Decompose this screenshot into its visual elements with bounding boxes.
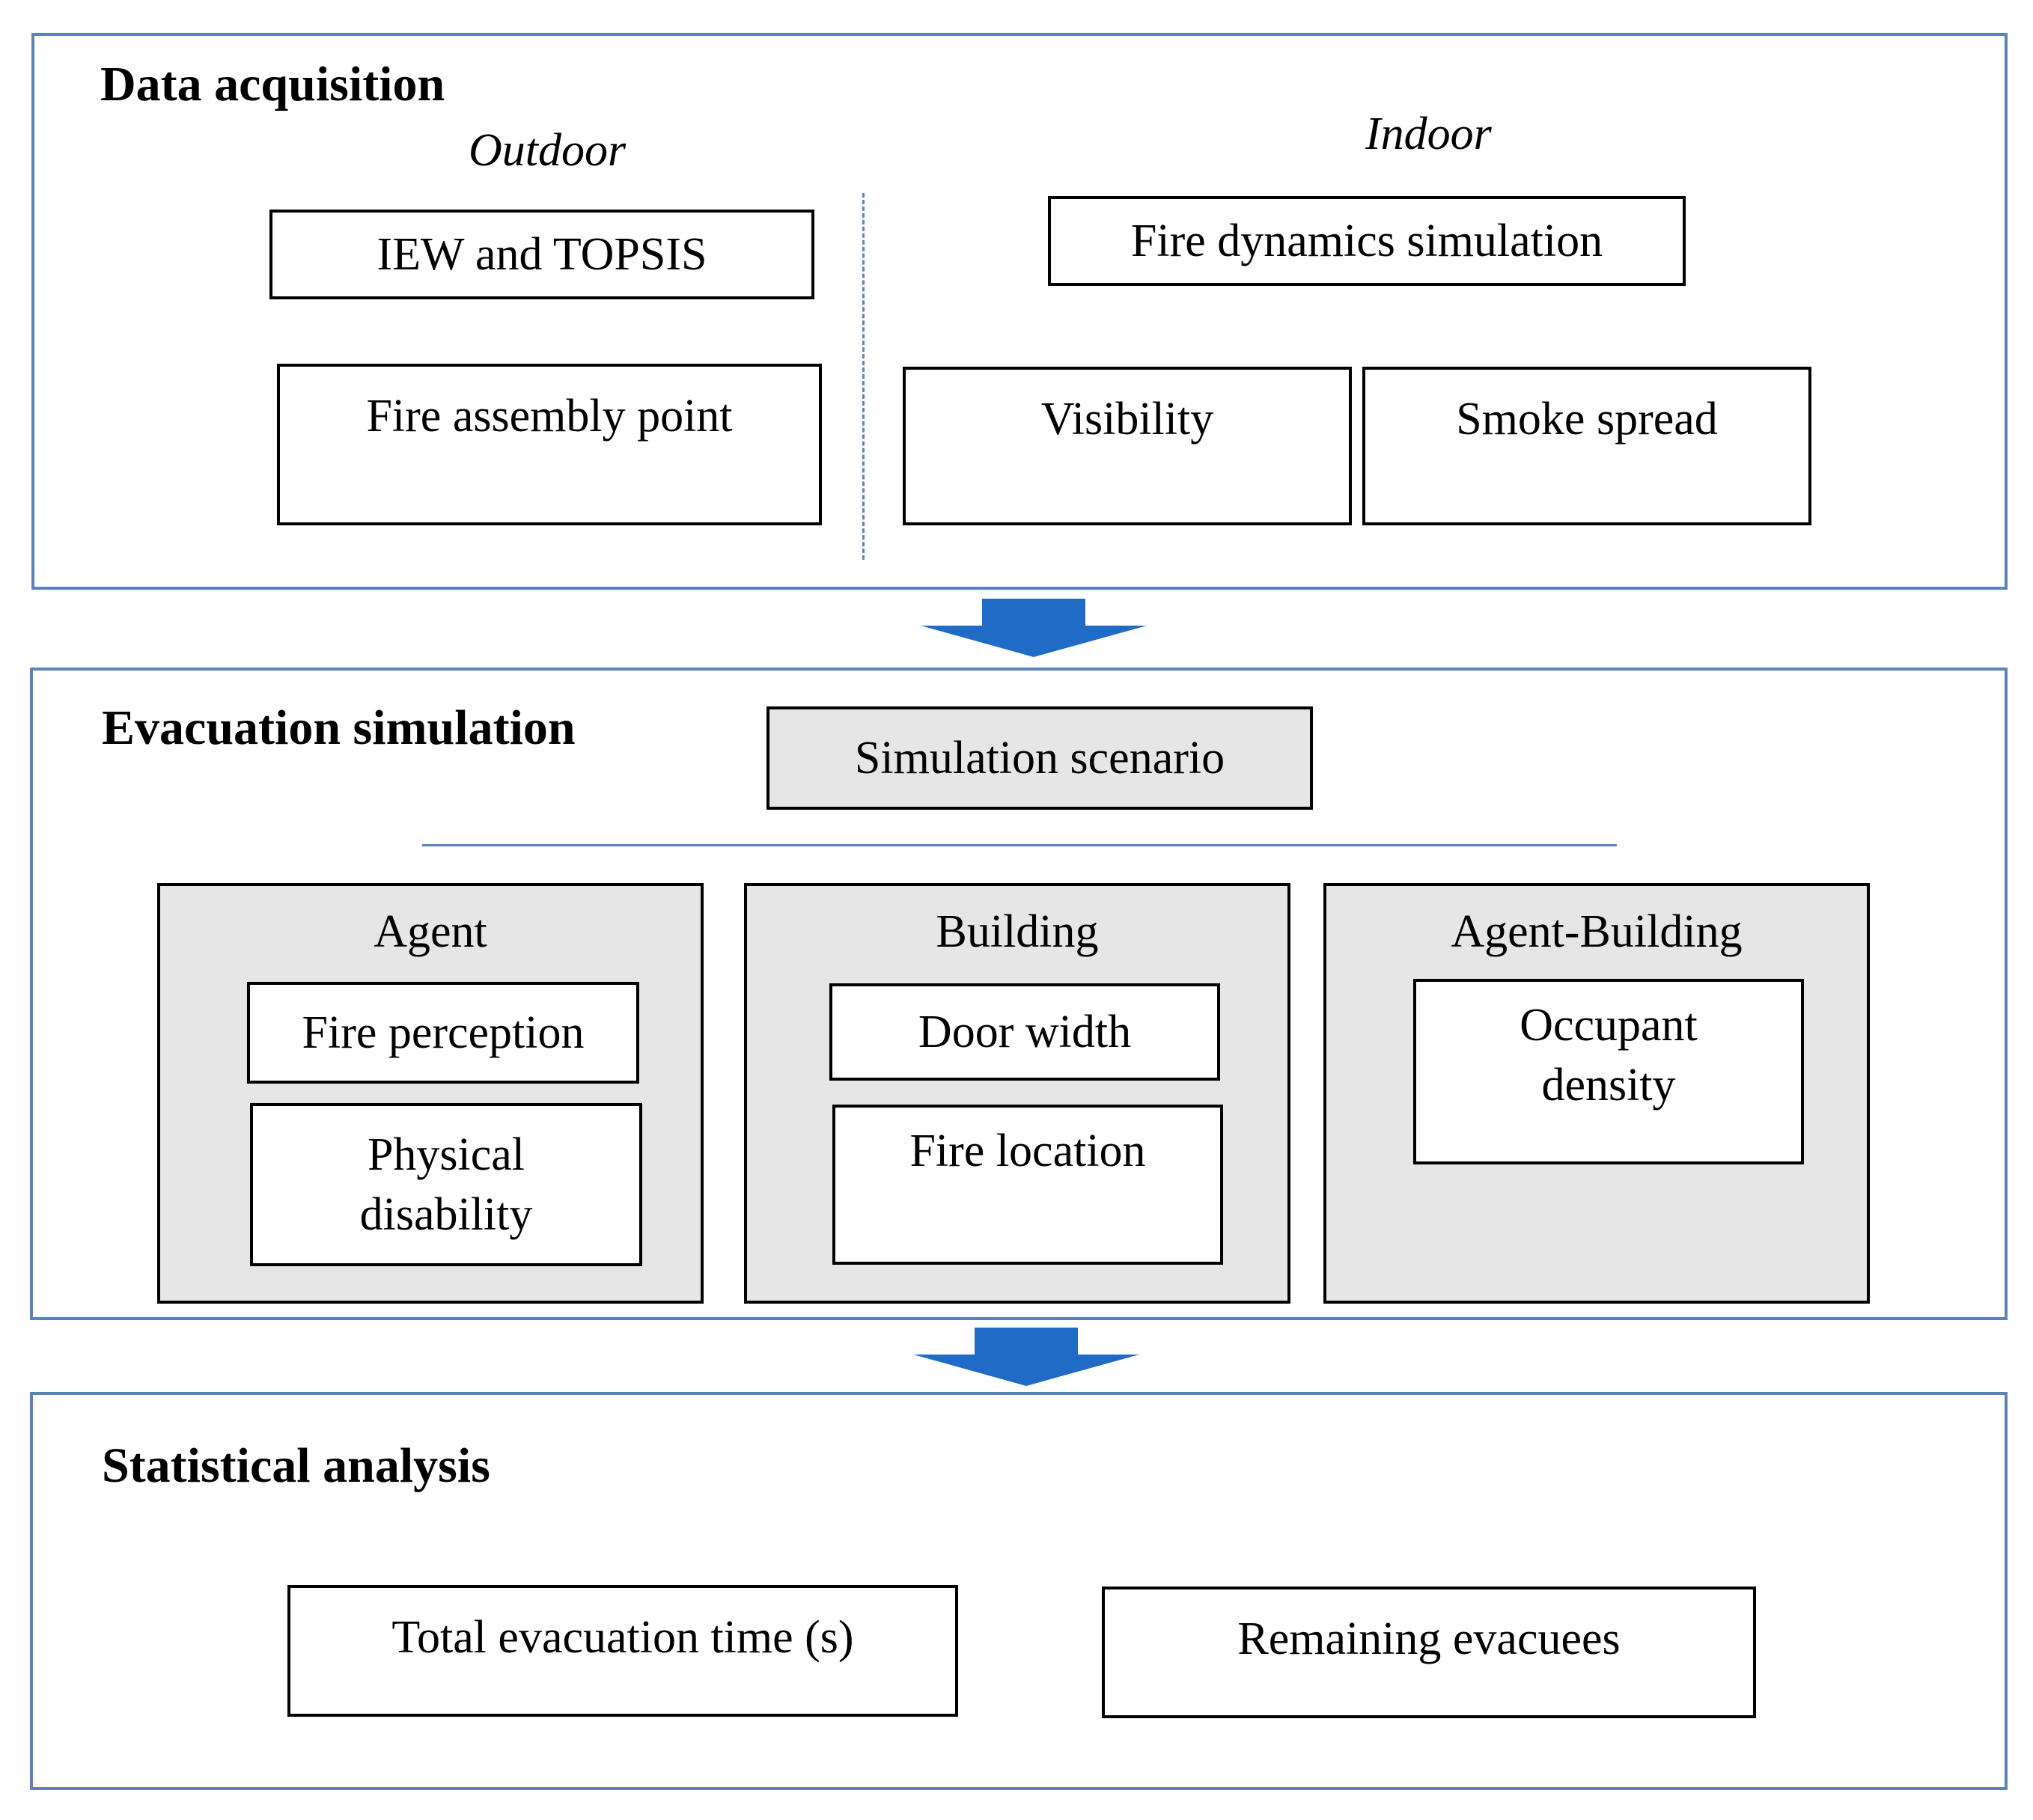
section-title-statistical-analysis: Statistical analysis [102, 1438, 490, 1493]
agent-building-group-label: Agent-Building [1451, 906, 1743, 957]
agent-building-group: Agent-Building Occupant density [1323, 883, 1870, 1304]
scenario-divider-line [422, 844, 1617, 846]
smoke-spread-box: Smoke spread [1362, 367, 1811, 525]
section-title-data-acquisition: Data acquisition [100, 57, 445, 112]
agent-group-label: Agent [374, 906, 487, 957]
building-group-label: Building [936, 906, 1099, 957]
statistical-analysis-section: Statistical analysis Total evacuation ti… [30, 1392, 2008, 1790]
outdoor-label: Outdoor [469, 125, 627, 176]
building-group: Building Door width Fire location [744, 883, 1290, 1304]
outdoor-indoor-divider [862, 193, 865, 560]
data-acquisition-section: Data acquisition Outdoor Indoor IEW and … [31, 33, 2008, 590]
door-width-box: Door width [829, 983, 1220, 1081]
occupant-density-box: Occupant density [1413, 979, 1804, 1164]
down-arrow-icon [921, 599, 1147, 657]
remaining-evacuees-box: Remaining evacuees [1102, 1587, 1756, 1718]
total-evacuation-time-box: Total evacuation time (s) [287, 1585, 958, 1717]
physical-disability-box: Physical disability [250, 1103, 642, 1266]
down-arrow-icon [913, 1328, 1139, 1386]
fire-location-box: Fire location [832, 1105, 1223, 1265]
fire-dynamics-simulation-box: Fire dynamics simulation [1048, 196, 1686, 286]
evacuation-simulation-section: Evacuation simulation Simulation scenari… [30, 668, 2008, 1320]
section-title-evacuation-simulation: Evacuation simulation [102, 700, 576, 755]
simulation-scenario-box: Simulation scenario [766, 706, 1313, 810]
fire-assembly-point-box: Fire assembly point [277, 364, 822, 525]
iew-topsis-box: IEW and TOPSIS [269, 210, 814, 299]
fire-perception-box: Fire perception [247, 982, 639, 1084]
visibility-box: Visibility [903, 367, 1352, 525]
agent-group: Agent Fire perception Physical disabilit… [157, 883, 704, 1304]
indoor-label: Indoor [1365, 109, 1492, 159]
